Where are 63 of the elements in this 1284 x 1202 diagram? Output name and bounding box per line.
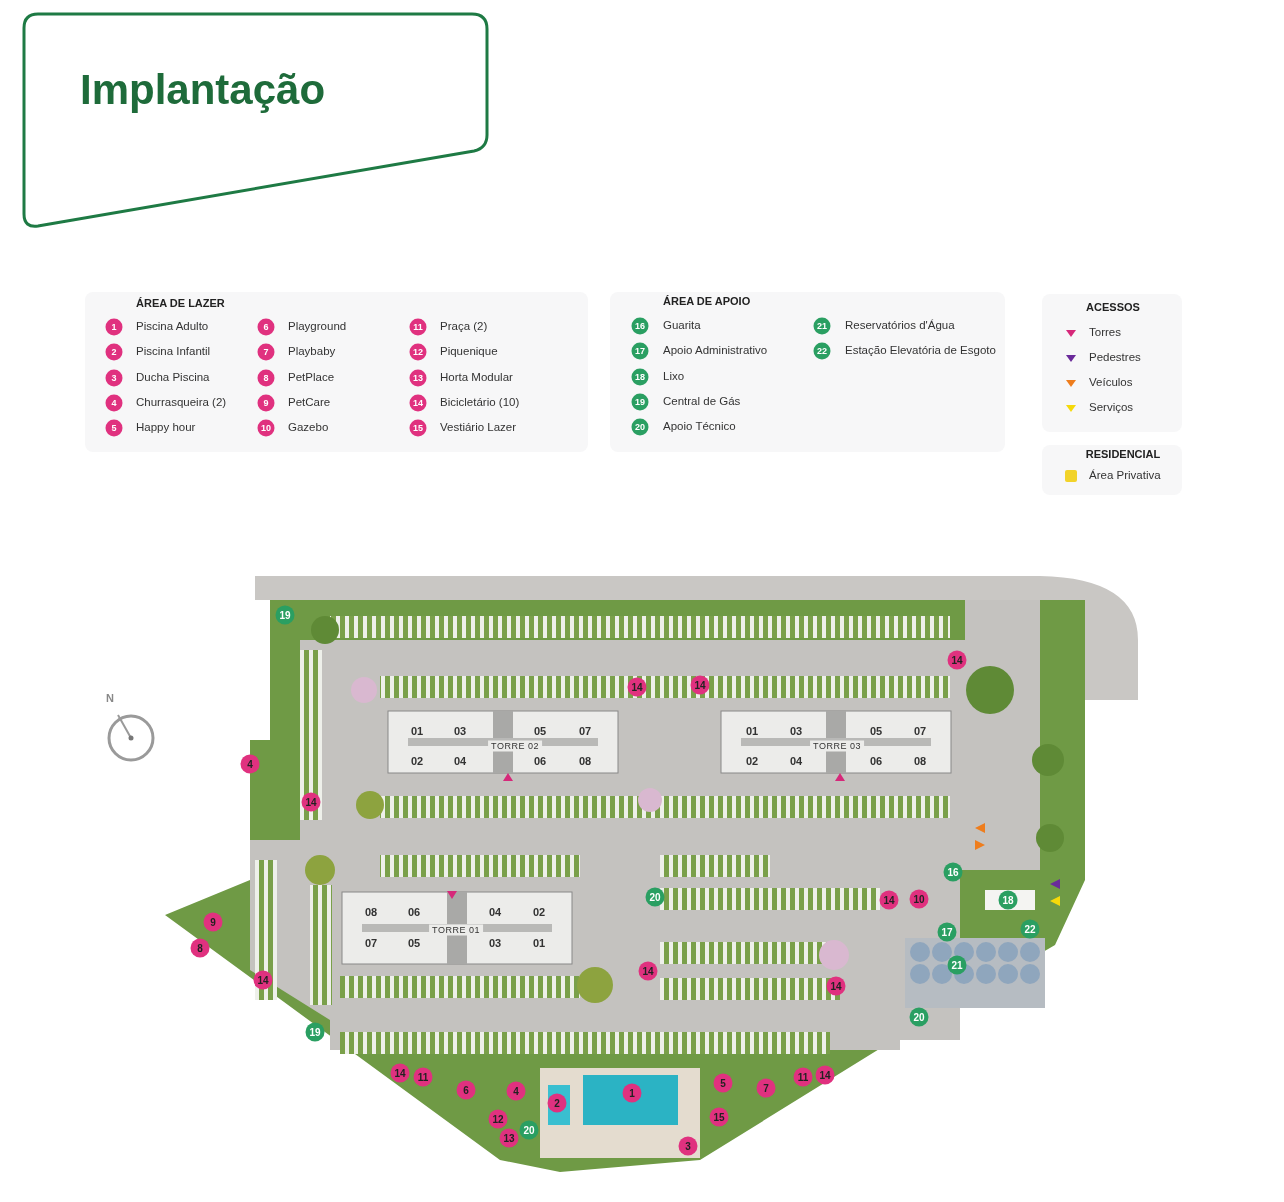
unit-number: 07 [913, 725, 927, 737]
legend-text: Piquenique [440, 346, 498, 359]
legend-text: Lixo [663, 370, 685, 383]
legend-text: Piscina Infantil [136, 346, 211, 359]
legend-text: Central de Gás [663, 396, 741, 408]
section-heading: ÁREA DE LAZER [136, 297, 225, 309]
legend-text: Piscina Adulto [136, 321, 209, 333]
legend-text: Happy hour [136, 422, 196, 434]
unit-number: 02 [532, 906, 546, 918]
unit-number: 03 [789, 725, 803, 737]
unit-number: 04 [488, 906, 502, 918]
unit-number: 04 [453, 755, 467, 767]
legend-text: Playbaby [288, 346, 336, 359]
legend-text: Guarita [663, 320, 701, 332]
tower-label: TORRE 01 [429, 924, 483, 936]
map-number-marker: 8 [190, 938, 210, 958]
legend-text: Vestiário Lazer [440, 422, 517, 434]
page-title: Implantação [80, 66, 326, 114]
north-label: N [106, 692, 114, 704]
section-heading: ÁREA DE APOIO [663, 295, 751, 307]
legend-text: Horta Modular [440, 371, 513, 384]
unit-number: 06 [533, 755, 547, 767]
legend-text: Apoio Técnico [663, 421, 736, 433]
legend-text: Estação Elevatória de Esgoto [845, 345, 996, 358]
legend-text: Churrasqueira (2) [136, 397, 227, 409]
map-number-marker: 4 [240, 754, 260, 774]
unit-number: 05 [407, 937, 421, 949]
unit-number: 08 [364, 906, 378, 918]
legend-text: Playground [288, 321, 347, 333]
unit-number: 01 [745, 725, 759, 737]
unit-number: 01 [410, 725, 424, 737]
legend-text: PetPlace [288, 371, 335, 384]
tower-label: TORRE 03 [810, 740, 864, 752]
legend-text: Apoio Administrativo [663, 345, 768, 358]
unit-number: 02 [410, 755, 424, 767]
unit-number: 01 [532, 937, 546, 949]
unit-number: 08 [578, 755, 592, 767]
unit-number: 04 [789, 755, 803, 767]
unit-number: 05 [869, 725, 883, 737]
unit-number: 07 [364, 937, 378, 949]
legend-text: Pedestres [1089, 352, 1141, 364]
unit-number: 05 [533, 725, 547, 737]
section-heading: ACESSOS [1086, 301, 1140, 313]
unit-number: 02 [745, 755, 759, 767]
legend-text: Torres [1089, 327, 1121, 339]
unit-number: 07 [578, 725, 592, 737]
tower-label: TORRE 02 [488, 740, 542, 752]
unit-number: 03 [453, 725, 467, 737]
unit-number: 03 [488, 937, 502, 949]
legend-text: Bicicletário (10) [440, 397, 520, 409]
map-number-marker: 19 [305, 1022, 325, 1042]
legend-text: Serviços [1089, 402, 1134, 414]
section-heading: RESIDENCIAL [1085, 448, 1161, 460]
legend-text: Praça (2) [440, 321, 488, 333]
legend-text: Gazebo [288, 422, 329, 434]
legend-text: Ducha Piscina [136, 371, 210, 384]
legend-text: PetCare [288, 397, 331, 409]
unit-number: 06 [407, 906, 421, 918]
unit-number: 08 [913, 755, 927, 767]
legend-text: Área Privativa [1089, 470, 1161, 482]
legend-text: Veículos [1089, 377, 1133, 389]
legend-text: Reservatórios d'Água [845, 320, 955, 332]
unit-number: 06 [869, 755, 883, 767]
